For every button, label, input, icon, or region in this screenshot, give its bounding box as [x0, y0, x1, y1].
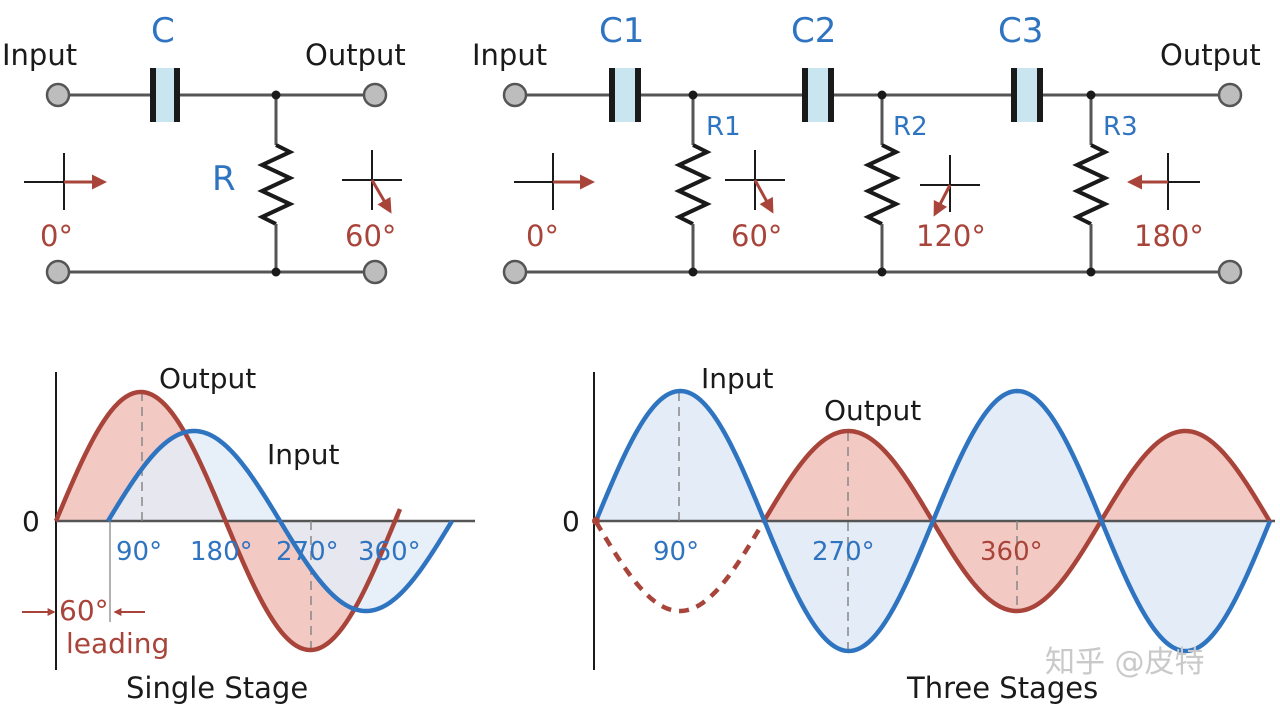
- three-stages-caption: Three Stages: [906, 671, 1098, 705]
- input-terminal-bottom: [502, 259, 528, 285]
- phasor-0: [514, 153, 595, 210]
- tick-label-180: 180°: [190, 537, 253, 567]
- single-stage-circuit: Input Output C R 0° 60°: [2, 11, 406, 285]
- output-terminal-bottom: [1217, 259, 1243, 285]
- phase-label-60: 60°: [731, 219, 782, 253]
- junction-dot: [271, 90, 281, 100]
- input-terminal-top: [502, 82, 528, 108]
- resistor-r2-symbol: [863, 143, 901, 226]
- output-phasor: [342, 150, 402, 214]
- resistor-r3-symbol: [1072, 143, 1110, 226]
- phase-label-0: 0°: [526, 219, 559, 253]
- junction-dot: [688, 267, 698, 277]
- input-label: Input: [2, 38, 77, 72]
- input-wave-label: Input: [701, 362, 774, 395]
- tick-label-90: 90°: [116, 537, 162, 567]
- input-label: Input: [472, 38, 547, 72]
- resistor-label: R: [212, 159, 236, 199]
- lead-value: 60°: [59, 594, 109, 627]
- junction-dot: [1086, 267, 1096, 277]
- phasor-60: [725, 150, 785, 214]
- output-wave: [53, 389, 403, 653]
- input-wave-label: Input: [267, 438, 340, 471]
- input-phasor: [24, 153, 107, 210]
- three-stage-waveform-graph: 0 Input Output 90° 270° 360° Three Stage…: [562, 362, 1275, 705]
- input-terminal-top: [45, 82, 71, 108]
- output-wave: [762, 428, 1272, 614]
- lead-text: leading: [66, 627, 169, 660]
- phasor-180: [1127, 153, 1200, 210]
- input-wave: [106, 428, 454, 614]
- resistor-r1-label: R1: [706, 112, 741, 142]
- three-stage-circuit: Input Output C1 C2 C3 R1 R2 R3 0° 60° 12…: [472, 11, 1261, 285]
- output-wave-label: Output: [159, 362, 256, 395]
- phase-shift-dotted-wave: [594, 519, 766, 614]
- output-terminal-top: [362, 82, 388, 108]
- tick-label-270: 270°: [276, 537, 339, 567]
- junction-dot: [877, 267, 887, 277]
- output-label: Output: [1160, 38, 1261, 72]
- resistor-r2-label: R2: [893, 112, 928, 142]
- input-terminal-bottom: [45, 259, 71, 285]
- capacitor-label: C: [151, 11, 175, 51]
- tick-label-270: 270°: [812, 537, 875, 567]
- phasor-120: [920, 155, 980, 217]
- junction-dot: [877, 90, 887, 100]
- output-phase-label: 60°: [345, 219, 396, 253]
- junction-dot: [688, 90, 698, 100]
- capacitor-c-symbol: [150, 68, 180, 122]
- zero-label: 0: [22, 505, 40, 538]
- phase-label-180: 180°: [1134, 219, 1204, 253]
- input-phase-label: 0°: [40, 219, 73, 253]
- origin-dot: [592, 517, 600, 525]
- single-stage-waveform-graph: 0 Output Input 90° 180° 270° 360° 60° le…: [22, 362, 475, 705]
- junction-dot: [271, 267, 281, 277]
- capacitor-c1-label: C1: [599, 11, 644, 51]
- watermark: 知乎 @皮特: [1045, 645, 1205, 680]
- zero-label: 0: [562, 505, 580, 538]
- output-label: Output: [305, 38, 406, 72]
- capacitor-c3-label: C3: [998, 11, 1043, 51]
- tick-label-90: 90°: [653, 537, 699, 567]
- output-terminal-bottom: [362, 259, 388, 285]
- resistor-r-symbol: [257, 143, 295, 226]
- output-wave-label: Output: [824, 394, 921, 427]
- capacitor-c2-symbol: [802, 68, 834, 122]
- resistor-r3-label: R3: [1103, 112, 1138, 142]
- tick-label-360: 360°: [358, 537, 421, 567]
- phase-label-120: 120°: [916, 219, 986, 253]
- resistor-r1-symbol: [674, 143, 712, 226]
- output-terminal-top: [1217, 82, 1243, 108]
- input-wave: [593, 388, 1273, 654]
- capacitor-c2-label: C2: [791, 11, 836, 51]
- capacitor-c1-symbol: [609, 68, 641, 122]
- tick-label-360: 360°: [980, 537, 1043, 567]
- single-stage-caption: Single Stage: [126, 671, 308, 705]
- capacitor-c3-symbol: [1011, 68, 1043, 122]
- junction-dot: [1086, 90, 1096, 100]
